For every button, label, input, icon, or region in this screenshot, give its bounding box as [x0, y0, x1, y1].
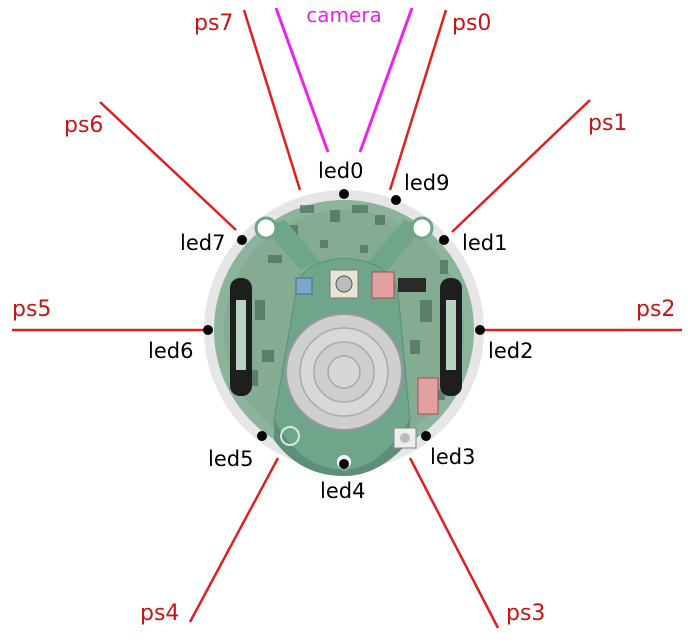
right-slot-window — [446, 300, 456, 370]
pink-connector — [371, 271, 395, 299]
ps7-label: ps7 — [194, 11, 233, 36]
ps0-label: ps0 — [452, 11, 491, 36]
led9-dot — [391, 195, 401, 205]
ps6-line — [99, 101, 237, 231]
led0-label: led0 — [318, 159, 363, 183]
led5-label: led5 — [208, 447, 253, 471]
camera-line-left — [274, 7, 330, 153]
sensor-lines — [12, 9, 682, 629]
ps3-label: ps3 — [506, 601, 545, 626]
ps3-line — [408, 457, 500, 629]
left-slot-window — [236, 300, 246, 370]
led3-label: led3 — [430, 445, 475, 469]
led5-dot — [257, 431, 267, 441]
led9-label: led9 — [404, 171, 449, 195]
ps2-label: ps2 — [636, 297, 675, 322]
ps0-line — [388, 9, 448, 191]
reset-button-cap — [400, 433, 410, 443]
led2-dot — [475, 325, 485, 335]
led7-label: led7 — [180, 231, 225, 255]
sensor-labels: ps0 ps1 ps2 ps3 ps4 ps5 ps6 ps7 — [12, 11, 675, 626]
led7-dot — [237, 235, 247, 245]
robot-illustration — [204, 190, 484, 476]
ps7-line — [242, 9, 302, 191]
black-chip — [398, 278, 426, 292]
camera-lines — [274, 7, 414, 153]
led-dots — [203, 189, 485, 469]
ps4-line — [188, 457, 280, 623]
led1-dot — [439, 235, 449, 245]
ps6-label: ps6 — [64, 113, 103, 138]
logo-mark — [280, 426, 300, 446]
pcb-bottom — [274, 420, 410, 476]
led6-label: led6 — [148, 339, 193, 363]
led6-dot — [203, 325, 213, 335]
led4-label: led4 — [320, 479, 365, 503]
speaker-ring-3 — [327, 355, 361, 389]
led2-label: led2 — [488, 339, 533, 363]
blue-component — [295, 277, 313, 295]
right-ear-hole — [410, 216, 434, 240]
led3-dot — [421, 431, 431, 441]
camera-label: camera — [306, 3, 382, 27]
camera-line-right — [358, 7, 414, 153]
left-ear-hole — [254, 216, 278, 240]
ps4-label: ps4 — [140, 601, 179, 626]
led1-label: led1 — [462, 231, 507, 255]
led0-dot — [339, 189, 349, 199]
ps1-label: ps1 — [588, 111, 627, 136]
selector-knob — [335, 275, 353, 293]
pink-connector-2 — [417, 377, 439, 415]
led4-dot — [339, 459, 349, 469]
led-labels: led0 led1 led2 led3 led4 led5 led6 led7 … — [148, 159, 533, 503]
right-arm — [368, 220, 424, 270]
ps5-label: ps5 — [12, 297, 51, 322]
ps1-line — [451, 99, 591, 233]
